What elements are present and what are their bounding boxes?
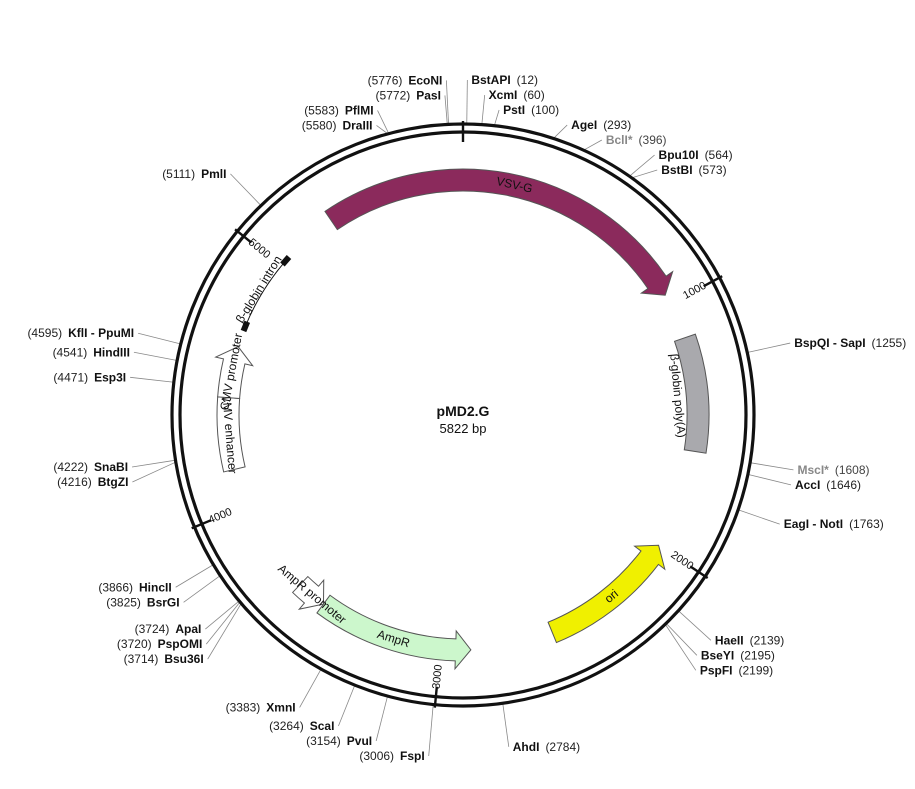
site-leader-line xyxy=(132,461,176,483)
site-labels: BstAPI(12)XcmI(60)PstI(100) AgeI(293)BclI… xyxy=(27,73,906,763)
site-leader-line xyxy=(175,564,214,588)
site-leader-line xyxy=(130,376,174,383)
site-leader-line xyxy=(747,342,791,353)
site-leader-line xyxy=(205,600,240,630)
ampr-promoter-label: AmpR promoter xyxy=(275,561,349,626)
site-label-bpu10i: Bpu10I(564) xyxy=(659,148,733,162)
site-label-bcli: BclI*(396) xyxy=(606,133,667,147)
site-leader-line xyxy=(493,109,500,126)
site-label-fspi: (3006)FspI xyxy=(359,749,424,763)
site-leader-line xyxy=(445,80,449,125)
tick-mark xyxy=(703,275,723,288)
tick-mark xyxy=(689,565,709,579)
plasmid-name: pMD2.G xyxy=(437,403,490,419)
tick-label: 3000 xyxy=(431,664,445,690)
site-leader-line xyxy=(664,624,697,671)
tick-label: 1000 xyxy=(681,280,708,302)
site-label-pflmi: (5583)PflMI xyxy=(304,103,373,117)
site-label-xcmi: XcmI(60) xyxy=(489,88,545,102)
site-label-pvui: (3154)PvuI xyxy=(306,734,372,748)
site-leader-line xyxy=(502,703,510,747)
site-label-bspqi-sapi: BspQI - SapI(1255) xyxy=(794,336,906,350)
site-label-apai: (3724)ApaI xyxy=(135,622,202,636)
site-leader-line xyxy=(377,110,390,134)
site-leader-line xyxy=(299,668,322,708)
tick-mark xyxy=(433,686,439,708)
site-leader-line xyxy=(553,124,568,139)
site-leader-line xyxy=(737,509,780,525)
site-label-snabi: (4222)SnaBI xyxy=(53,460,128,474)
site-label-pspfi: PspFI(2199) xyxy=(700,663,773,677)
site-label-kfli-ppumi: (4595)KflI - PpuMI xyxy=(27,326,134,340)
site-leader-line xyxy=(481,94,486,125)
site-leader-line xyxy=(750,462,794,471)
site-leader-line xyxy=(230,173,262,206)
tick-mark xyxy=(191,519,212,530)
site-label-bseyi: BseYI(2195) xyxy=(701,648,775,662)
site-leader-line xyxy=(207,603,242,660)
ampr-promoter-feature xyxy=(291,575,325,610)
site-label-btgzi: (4216)BtgZI xyxy=(57,475,128,489)
beta-globin-intron-label: β-globin intron xyxy=(233,253,285,325)
site-label-pmli: (5111)PmlI xyxy=(162,167,226,181)
site-label-hincii: (3866)HincII xyxy=(98,580,171,594)
site-label-bsu36i: (3714)Bsu36I xyxy=(124,652,204,666)
site-leader-line xyxy=(183,575,221,603)
site-leader-line xyxy=(583,139,603,151)
site-label-draiii: (5580)DraIII xyxy=(302,118,373,132)
site-label-agei: AgeI(293) xyxy=(571,118,631,132)
site-leader-line xyxy=(678,610,712,641)
site-leader-line xyxy=(631,169,658,179)
site-label-eagi-noti: EagI - NotI(1763) xyxy=(784,517,884,531)
site-leader-line xyxy=(338,684,356,727)
backbone: 1000 2000 3000 4000 5000 xyxy=(170,121,756,708)
site-leader-line xyxy=(665,623,698,656)
site-label-pasi: (5772)PasI xyxy=(376,88,441,102)
tick-label: 5000 xyxy=(246,236,273,261)
site-label-econi: (5776)EcoNI xyxy=(368,73,443,87)
ampr-feature xyxy=(316,594,472,671)
tick-label: 2000 xyxy=(668,549,695,573)
site-leader-line xyxy=(376,125,389,135)
site-label-pspomi: (3720)PspOMI xyxy=(117,637,202,651)
site-label-ahdi: AhdI(2784) xyxy=(513,740,580,754)
site-leader-line xyxy=(428,704,434,757)
site-leader-line xyxy=(629,154,655,177)
site-label-hindiii: (4541)HindIII xyxy=(53,345,130,359)
intron-line xyxy=(244,260,287,327)
site-leader-line xyxy=(747,474,792,486)
tick-label: 4000 xyxy=(207,506,234,527)
ori-feature xyxy=(547,544,666,644)
leader-lines xyxy=(130,80,794,757)
cmv-enhancer-label: CMV enhancer xyxy=(219,393,239,474)
vsv-g-feature xyxy=(324,168,674,296)
site-label-msci: MscI*(1608) xyxy=(797,463,869,477)
site-leader-line xyxy=(138,332,181,345)
site-leader-line xyxy=(444,95,448,125)
site-leader-line xyxy=(132,459,176,468)
site-label-scai: (3264)ScaI xyxy=(269,719,334,733)
beta-globin-poly-a-feature xyxy=(673,333,710,454)
site-label-xmni: (3383)XmnI xyxy=(226,700,296,714)
site-leader-line xyxy=(205,601,241,645)
site-label-haeii: HaeII(2139) xyxy=(715,633,784,647)
cmv-promoter-feature xyxy=(214,346,254,399)
site-leader-line xyxy=(466,80,468,125)
plasmid-size: 5822 bp xyxy=(440,421,487,436)
site-label-bstbi: BstBI(573) xyxy=(661,163,726,177)
site-label-bstapi: BstAPI(12) xyxy=(471,73,538,87)
tick-mark xyxy=(234,228,253,244)
site-label-acci: AccI(1646) xyxy=(795,478,861,492)
site-leader-line xyxy=(375,695,388,742)
site-label-esp3i: (4471)Esp3I xyxy=(53,370,126,384)
site-label-bsrgi: (3825)BsrGI xyxy=(106,595,179,609)
site-label-psti: PstI(100) xyxy=(503,103,559,117)
site-leader-line xyxy=(133,351,178,361)
